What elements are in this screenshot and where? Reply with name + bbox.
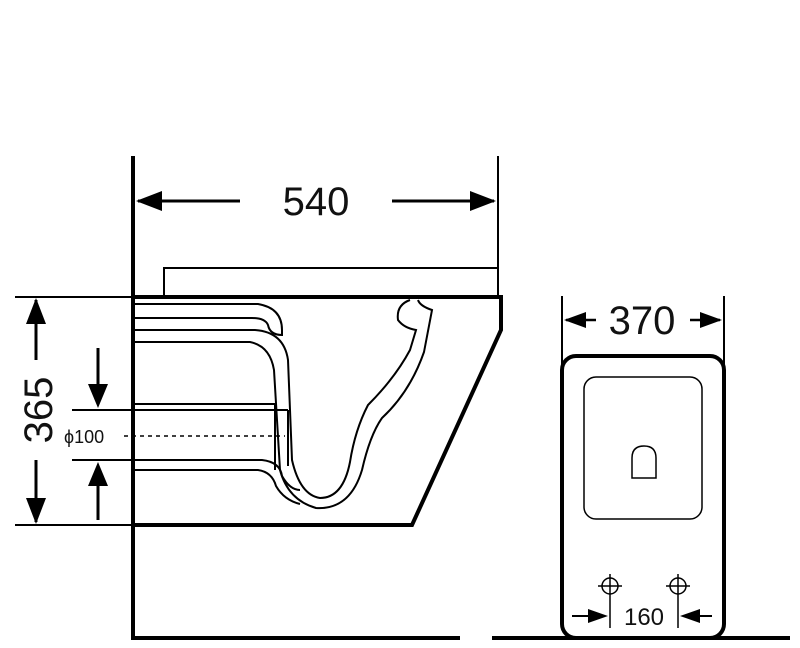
dim-540-label: 540 — [283, 180, 350, 224]
dim-160-arrow-right — [680, 609, 700, 623]
bolt-hole-left — [598, 574, 622, 600]
dim-365-arrow-bottom — [26, 498, 46, 524]
dim-365-label: 365 — [17, 377, 61, 444]
dim-540-arrow-right — [470, 191, 496, 211]
bolt-hole-right — [666, 574, 690, 600]
bowl-inner-rear — [133, 299, 434, 510]
dim-100-arrow-bottom — [88, 462, 108, 486]
front-view: 370 160 — [492, 296, 790, 640]
seat-lid — [163, 267, 499, 297]
dim-160-arrow-left — [588, 609, 608, 623]
dim-160-label: 160 — [624, 604, 664, 631]
dim-100-label: ϕ100 — [64, 427, 104, 447]
bowl-outline — [133, 295, 503, 527]
pipe-end — [274, 404, 289, 470]
dim-540-arrow-left — [136, 191, 162, 211]
dim-365-arrow-top — [26, 298, 46, 324]
flush-plate — [631, 445, 657, 479]
pipe-bottom-line — [133, 459, 301, 491]
bowl-inner-channel — [133, 299, 418, 500]
dim-100-arrow-top — [88, 384, 108, 408]
dim-370-label: 370 — [609, 299, 676, 343]
bowl-inner-upper — [133, 303, 283, 337]
side-view: 540 365 ϕ100 — [15, 156, 503, 640]
bowl-front-body — [560, 354, 726, 640]
pipe-bottom-line-2 — [133, 469, 301, 505]
lid-front — [583, 376, 703, 520]
